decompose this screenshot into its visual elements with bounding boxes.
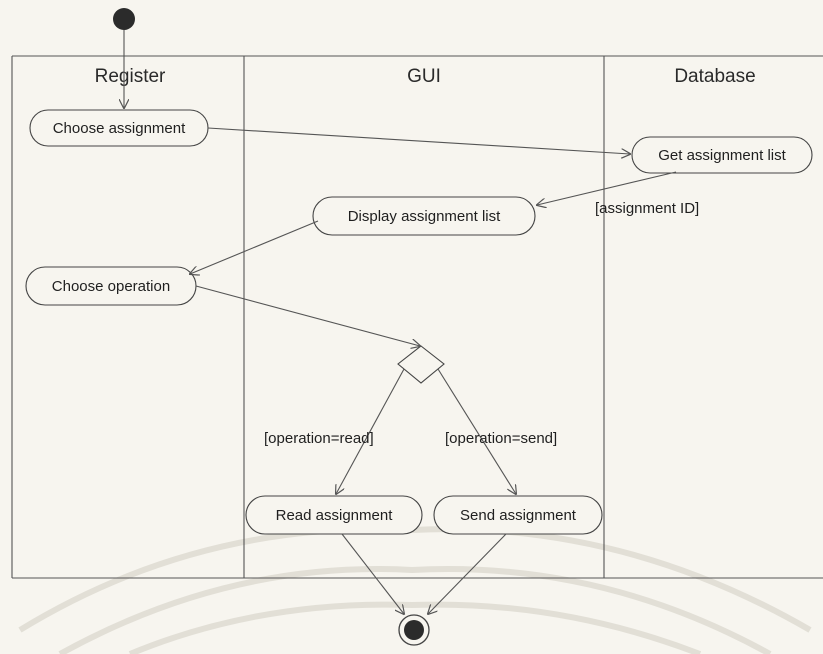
node-read-assignment: Read assignment	[245, 495, 423, 535]
edge-send-to-final	[428, 533, 507, 614]
node-send-assignment: Send assignment	[433, 495, 603, 535]
node-choose-operation-label: Choose operation	[52, 278, 170, 295]
node-choose-operation: Choose operation	[25, 266, 197, 306]
edge-display-to-choose-operation	[190, 220, 319, 274]
node-get-assignment-list-label: Get assignment list	[658, 147, 786, 164]
node-display-assignment-list-label: Display assignment list	[348, 208, 501, 225]
node-send-assignment-label: Send assignment	[460, 507, 577, 524]
node-choose-assignment-label: Choose assignment	[53, 120, 186, 137]
decision-node	[397, 345, 445, 384]
node-choose-assignment: Choose assignment	[29, 109, 209, 147]
guard-operation-send: [operation=send]	[445, 430, 557, 447]
node-display-assignment-list: Display assignment list	[312, 196, 536, 236]
guard-operation-read: [operation=read]	[264, 430, 374, 447]
final-node	[398, 614, 430, 646]
edge-read-to-final	[341, 533, 404, 614]
swimlanes: Register GUI Database	[11, 55, 823, 579]
edge-decision-to-read	[336, 368, 405, 494]
node-get-assignment-list: Get assignment list	[631, 136, 813, 174]
node-read-assignment-label: Read assignment	[276, 507, 394, 524]
initial-node	[113, 8, 135, 30]
lane-title-database: Database	[674, 66, 755, 87]
lane-title-register: Register	[95, 66, 166, 87]
edge-decision-to-send	[437, 368, 516, 494]
edge-choose-to-get-list	[207, 127, 630, 154]
guard-assignment-id: [assignment ID]	[595, 200, 699, 217]
lane-title-gui: GUI	[407, 66, 441, 87]
edge-get-list-to-display	[537, 171, 677, 205]
edge-choose-operation-to-decision	[195, 285, 420, 346]
